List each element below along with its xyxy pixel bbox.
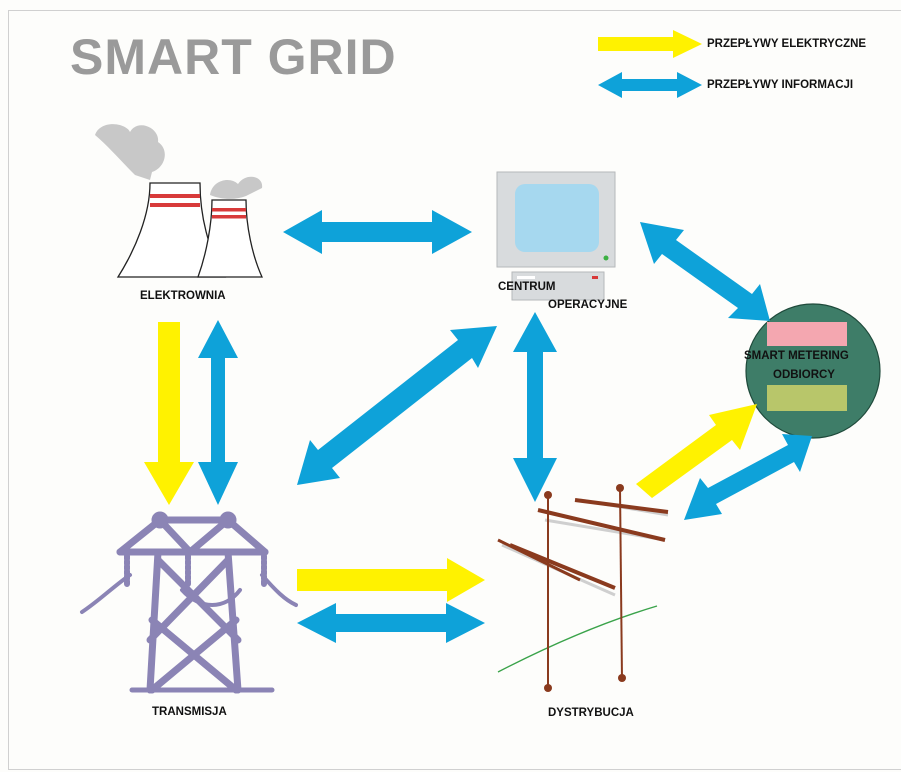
legend-info-label: PRZEPŁYWY INFORMACJI bbox=[707, 79, 854, 91]
operations-center-label-line2: OPERACYJNE bbox=[548, 299, 628, 311]
info-flow-plant-centre bbox=[283, 210, 472, 254]
transmission-tower-icon bbox=[80, 511, 298, 694]
transmission-label: TRANSMISJA bbox=[152, 706, 227, 718]
legend-electric-label: PRZEPŁYWY ELEKTRYCZNE bbox=[707, 38, 867, 50]
computer-terminal-icon bbox=[496, 171, 616, 301]
info-flow-centre-meter bbox=[640, 222, 770, 321]
legend-electric-arrow bbox=[598, 30, 702, 58]
power-plant-label: ELEKTROWNIA bbox=[140, 290, 226, 302]
operations-center-label-line1: CENTRUM bbox=[498, 281, 556, 293]
smart-meter-icon bbox=[745, 303, 881, 439]
info-flow-distribution-meter bbox=[684, 434, 812, 520]
legend-info-arrow bbox=[598, 72, 702, 98]
electric-flow-transmission-to-distribution bbox=[297, 558, 485, 602]
electric-flow-distribution-to-consumer bbox=[636, 404, 757, 498]
electric-flow-plant-to-transmission bbox=[144, 322, 194, 505]
info-flow-plant-transmission bbox=[198, 320, 238, 505]
info-flow-transmission-distribution bbox=[297, 603, 485, 643]
info-flow-centre-distribution bbox=[513, 312, 557, 502]
utility-pole-icon bbox=[497, 484, 669, 692]
diagram-title: SMART GRID bbox=[70, 29, 397, 85]
smart-metering-label-line2: ODBIORCY bbox=[773, 369, 835, 381]
info-flow-centre-transmission bbox=[297, 326, 497, 485]
distribution-label: DYSTRYBUCJA bbox=[548, 707, 634, 719]
cooling-towers-icon bbox=[95, 124, 264, 278]
smart-metering-label-line1: SMART METERING bbox=[744, 350, 849, 362]
